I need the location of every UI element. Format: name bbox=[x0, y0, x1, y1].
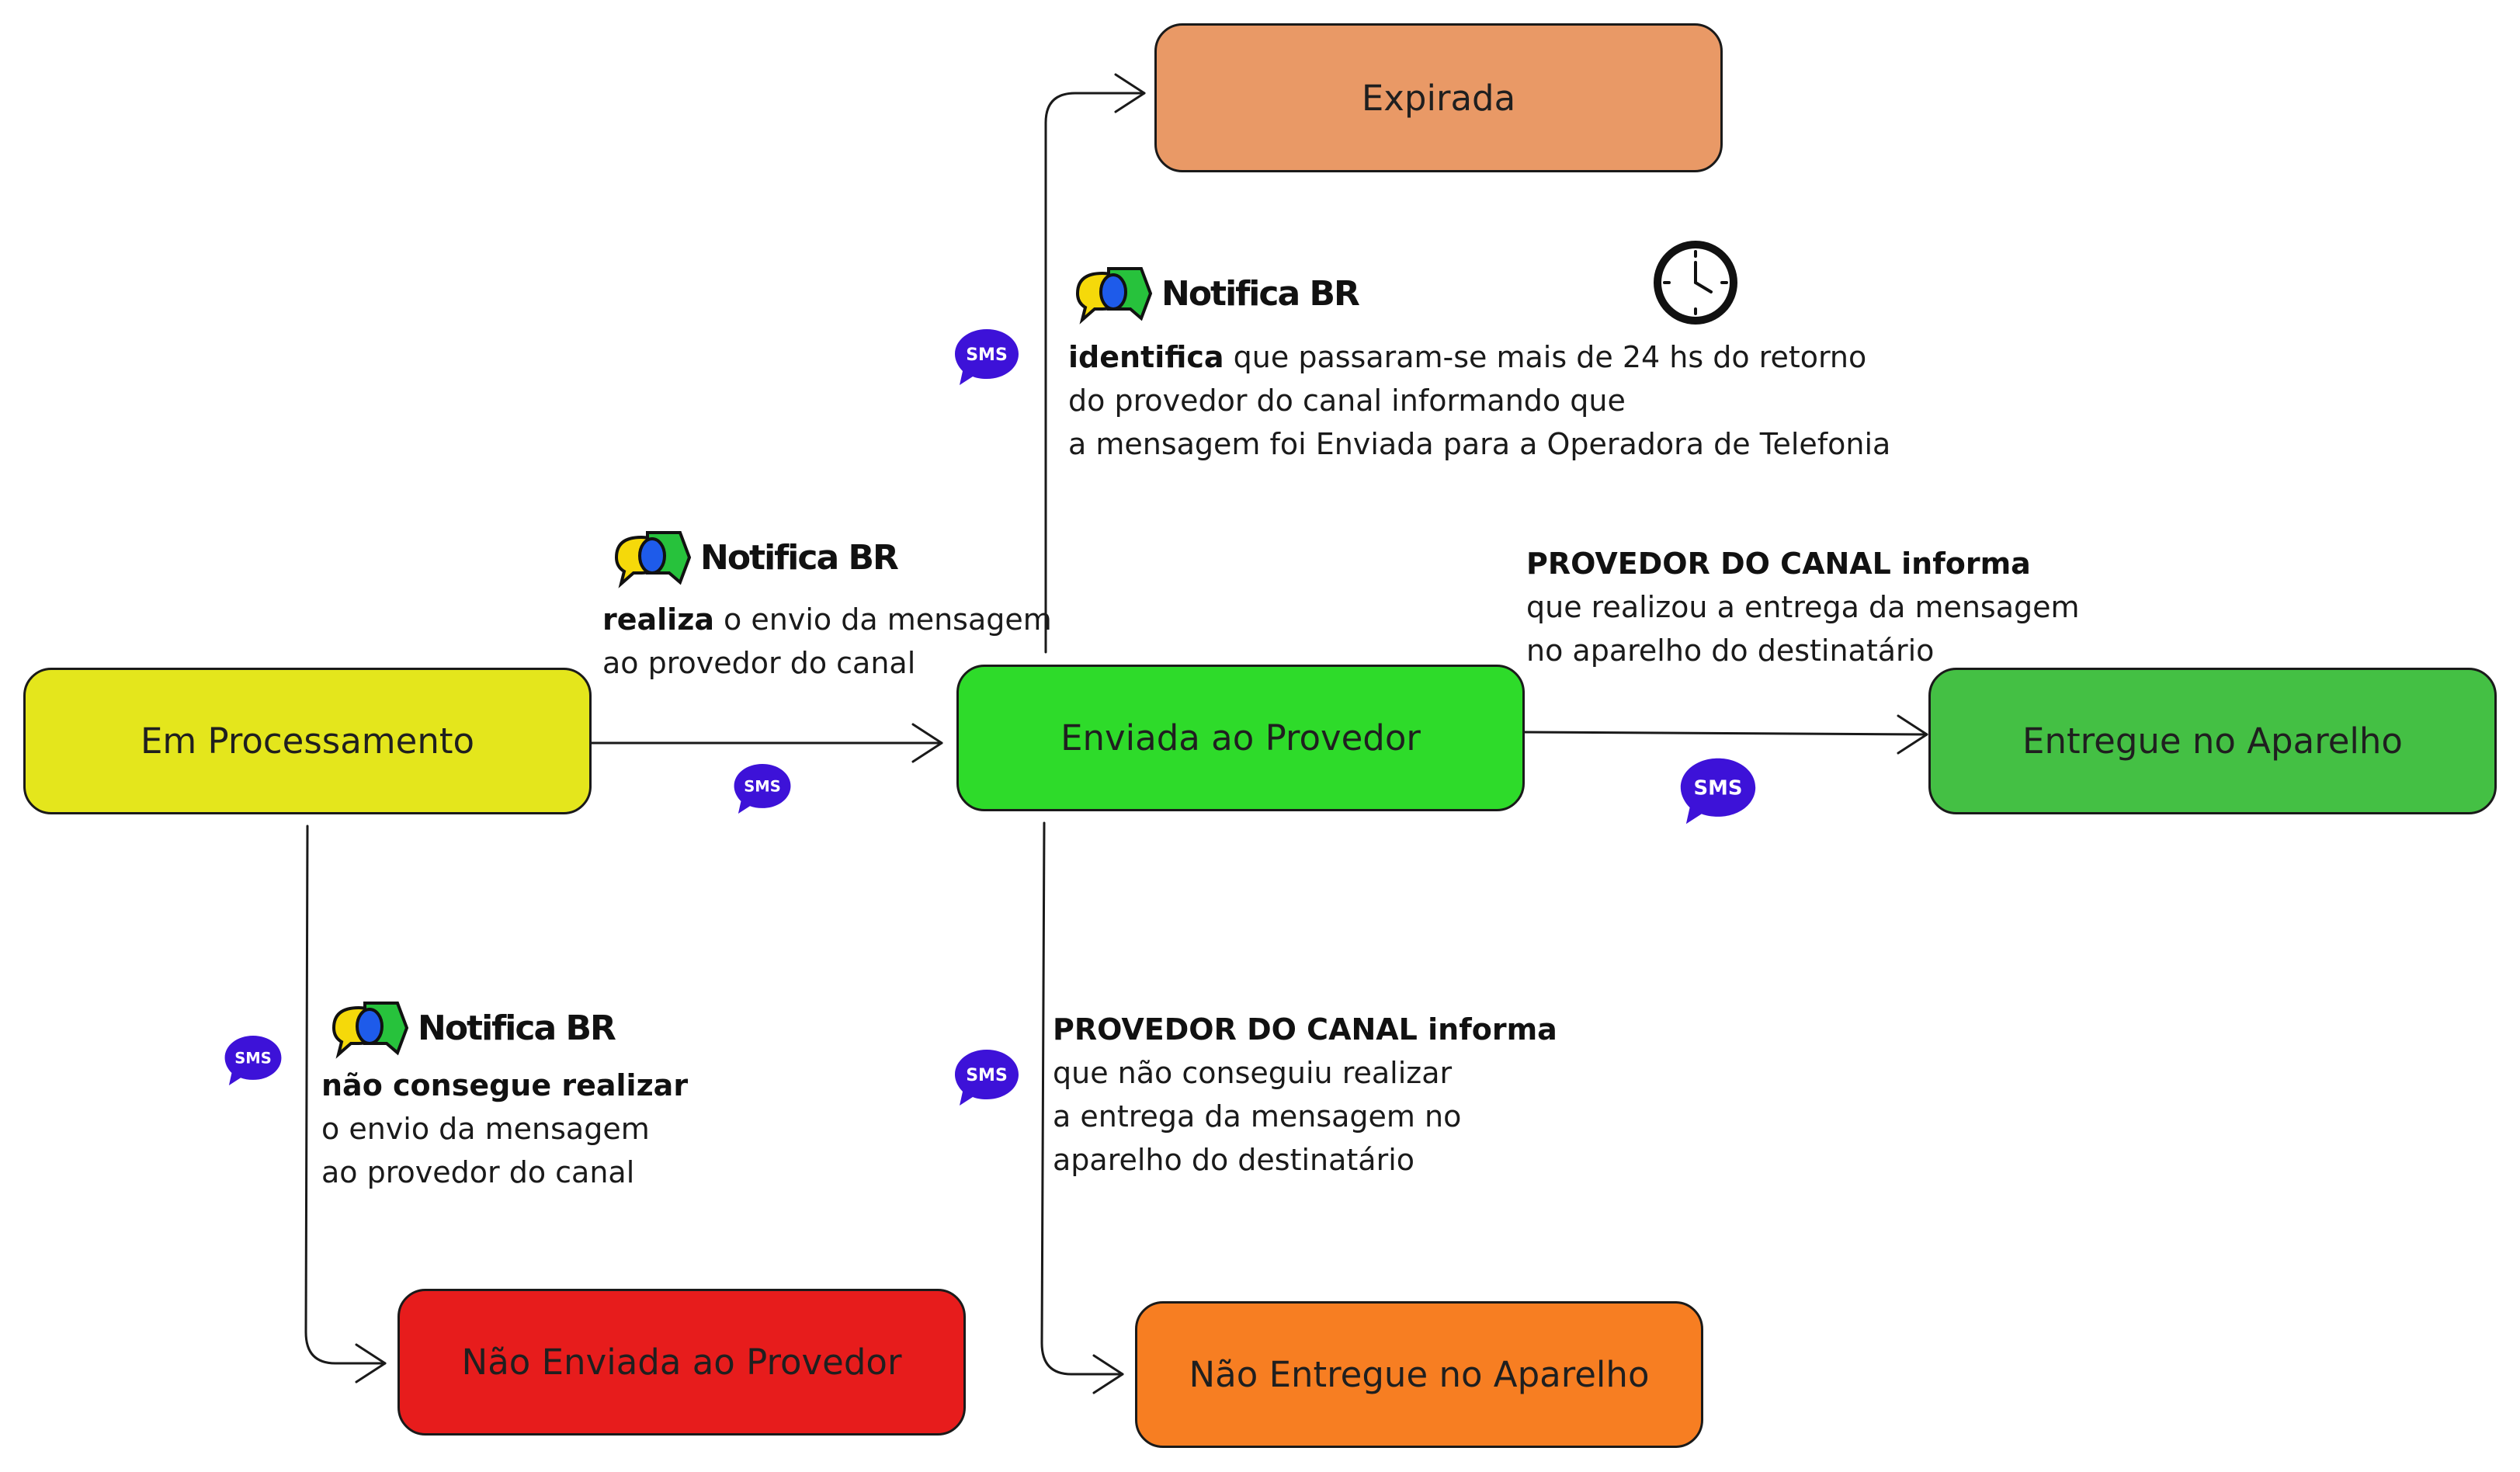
notifica-br-logo-icon bbox=[614, 531, 692, 588]
note-nao-entrega-line3: a entrega da mensagem no bbox=[1053, 1099, 1462, 1134]
edge-enviada-to-entregue bbox=[1522, 731, 1928, 736]
edge-enviada-to-expirada bbox=[1044, 92, 1146, 654]
arrowhead-nao-entregue bbox=[1092, 1354, 1124, 1394]
sms-icon-label: SMS bbox=[744, 778, 781, 796]
node-entregue-no-aparelho[interactable]: Entregue no Aparelho bbox=[1928, 668, 2497, 814]
node-expirada-label: Expirada bbox=[1361, 77, 1516, 119]
notifica-br-logo-icon bbox=[331, 1002, 409, 1059]
note-nao-envio-bold: não consegue realizar bbox=[321, 1068, 689, 1102]
notifica-br-logo: Notifica BR bbox=[329, 997, 616, 1059]
node-enviada-ao-provedor[interactable]: Enviada ao Provedor bbox=[956, 665, 1525, 811]
note-expira-bold: identifica bbox=[1068, 340, 1224, 374]
note-entrega-line2: que realizou a entrega da mensagem bbox=[1526, 590, 2080, 624]
note-nao-envio-line3: ao provedor do canal bbox=[321, 1155, 635, 1189]
sms-icon-label: SMS bbox=[966, 345, 1008, 365]
note-envio-bold: realiza bbox=[602, 602, 714, 637]
note-nao-envio: não consegue realizar o envio da mensage… bbox=[321, 1064, 688, 1194]
sms-icon: SMS bbox=[1680, 758, 1756, 825]
node-nao-enviada-ao-provedor-label: Não Enviada ao Provedor bbox=[461, 1342, 902, 1383]
note-nao-envio-line2: o envio da mensagem bbox=[321, 1112, 650, 1146]
note-expiracao: identifica que passaram-se mais de 24 hs… bbox=[1068, 335, 1890, 466]
arrowhead-nao-enviada bbox=[355, 1343, 387, 1383]
sms-icon: SMS bbox=[734, 764, 791, 814]
node-nao-enviada-ao-provedor[interactable]: Não Enviada ao Provedor bbox=[397, 1289, 966, 1436]
node-nao-entregue-no-aparelho-label: Não Entregue no Aparelho bbox=[1189, 1354, 1650, 1395]
sms-icon-label: SMS bbox=[966, 1066, 1008, 1085]
note-envio-line1: o envio da mensagem bbox=[713, 602, 1052, 637]
note-expira-line2: do provedor do canal informando que bbox=[1068, 384, 1626, 418]
note-envio-ao-provedor: realiza o envio da mensagem ao provedor … bbox=[602, 598, 1052, 685]
note-nao-entrega: PROVEDOR DO CANAL informa que não conseg… bbox=[1053, 1008, 1557, 1182]
note-envio-line2: ao provedor do canal bbox=[602, 646, 916, 680]
note-nao-entrega-line2: que não conseguiu realizar bbox=[1053, 1056, 1453, 1090]
node-nao-entregue-no-aparelho[interactable]: Não Entregue no Aparelho bbox=[1135, 1301, 1703, 1448]
arrowhead-enviada bbox=[911, 723, 943, 763]
note-expira-line3: a mensagem foi Enviada para a Operadora … bbox=[1068, 427, 1891, 461]
notifica-br-logo: Notifica BR bbox=[1073, 262, 1360, 325]
node-entregue-no-aparelho-label: Entregue no Aparelho bbox=[2022, 720, 2403, 762]
arrowhead-entregue bbox=[1897, 714, 1928, 755]
notifica-br-logo-text: Notifica BR bbox=[700, 537, 899, 578]
note-entrega-line3: no aparelho do destinatário bbox=[1526, 634, 1935, 668]
edge-processamento-to-nao-enviada bbox=[304, 825, 387, 1365]
notifica-br-logo-text: Notifica BR bbox=[1161, 273, 1360, 314]
sms-icon-label: SMS bbox=[1694, 777, 1743, 800]
sms-icon: SMS bbox=[955, 329, 1019, 385]
notifica-br-logo: Notifica BR bbox=[612, 526, 899, 588]
note-entrega: PROVEDOR DO CANAL informa que realizou a… bbox=[1526, 542, 2080, 672]
note-nao-entrega-bold: PROVEDOR DO CANAL informa bbox=[1053, 1012, 1557, 1047]
sms-icon: SMS bbox=[224, 1036, 282, 1085]
note-expira-line1: que passaram-se mais de 24 hs do retorno bbox=[1224, 340, 1867, 374]
node-em-processamento-label: Em Processamento bbox=[140, 720, 475, 762]
note-entrega-bold: PROVEDOR DO CANAL informa bbox=[1526, 547, 2031, 581]
edge-enviada-to-nao-entregue bbox=[1040, 821, 1124, 1376]
node-em-processamento[interactable]: Em Processamento bbox=[23, 668, 592, 814]
notifica-br-logo-icon bbox=[1075, 267, 1153, 325]
notifica-br-logo-text: Notifica BR bbox=[418, 1008, 616, 1048]
arrowhead-expirada bbox=[1114, 73, 1146, 113]
node-enviada-ao-provedor-label: Enviada ao Provedor bbox=[1060, 717, 1421, 759]
node-expirada[interactable]: Expirada bbox=[1154, 23, 1723, 172]
sms-icon: SMS bbox=[955, 1050, 1019, 1106]
clock-icon bbox=[1654, 241, 1737, 325]
sms-icon-label: SMS bbox=[234, 1050, 272, 1068]
note-nao-entrega-line4: aparelho do destinatário bbox=[1053, 1143, 1415, 1177]
